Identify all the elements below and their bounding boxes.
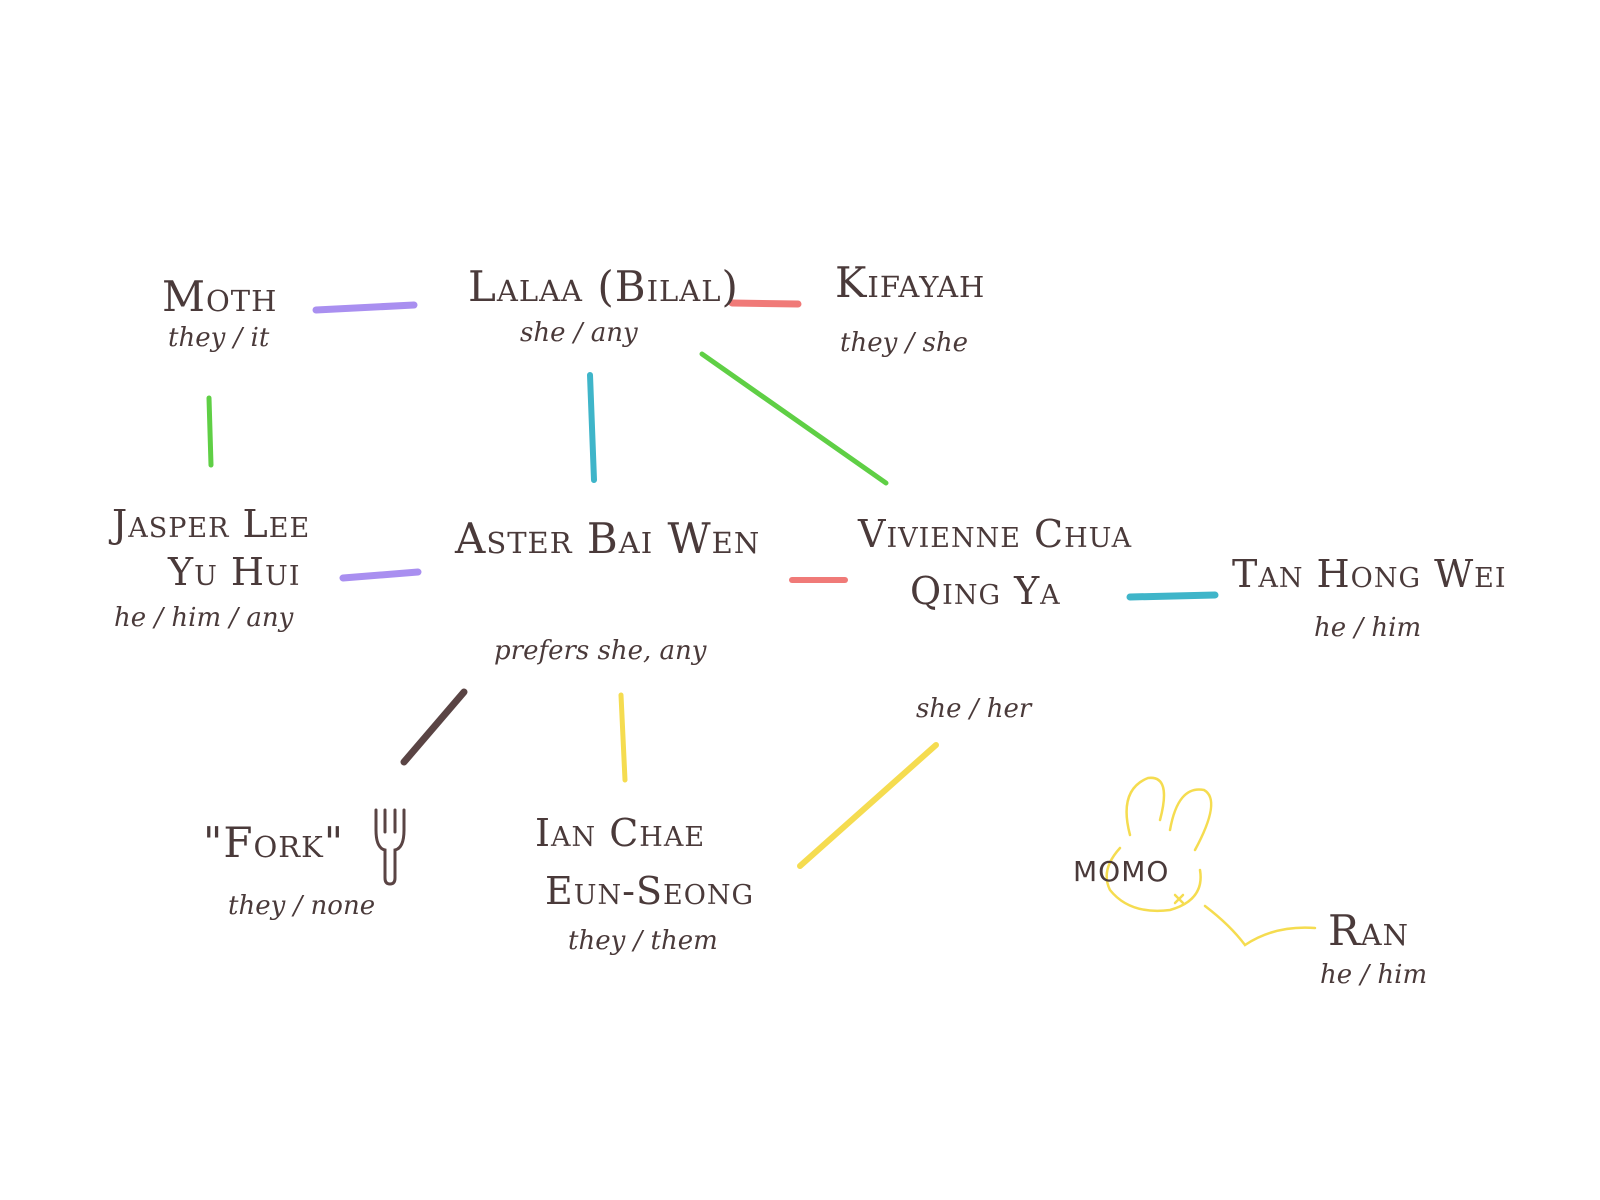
- bunny-icon: [1105, 776, 1213, 912]
- person-name-jasper-line1: Jasper Lee: [112, 502, 311, 546]
- person-name-fork: "Fork": [203, 818, 345, 867]
- pronouns-tan: he / him: [1314, 613, 1422, 643]
- person-name-vivienne-line2: Qing Ya: [910, 569, 1061, 613]
- link-jasper-aster: [339, 568, 422, 582]
- person-name-tan: Tan Hong Wei: [1232, 552, 1507, 596]
- link-moth-lalaa: [312, 301, 418, 314]
- person-name-jasper-line2: Yu Hui: [168, 550, 301, 594]
- person-name-lalaa: Lalaa (Bilal): [468, 262, 739, 311]
- person-name-kifayah: Kifayah: [835, 258, 986, 307]
- person-name-ian-line2: Eun-Seong: [545, 869, 755, 913]
- link-vivienne-ian: [797, 742, 939, 869]
- person-name-aster: Aster Bai Wen: [455, 514, 761, 563]
- link-lalaa-kifayah: [728, 299, 802, 308]
- pronouns-moth: they / it: [168, 323, 270, 353]
- link-aster-fork: [400, 688, 468, 766]
- link-moth-jasper: [206, 395, 214, 468]
- link-vivienne-tan: [1126, 591, 1219, 601]
- pronouns-aster: prefers she, any: [494, 636, 707, 666]
- fork-icon: [374, 808, 406, 886]
- pronouns-ran: he / him: [1320, 960, 1428, 990]
- person-name-ian-line1: Ian Chae: [535, 811, 706, 855]
- pronouns-fork: they / none: [228, 891, 376, 921]
- pronouns-jasper: he / him / any: [114, 603, 294, 633]
- link-momo-ran: [1203, 904, 1317, 947]
- person-name-moth: Moth: [162, 272, 278, 321]
- link-lalaa-aster: [587, 372, 597, 483]
- pronouns-kifayah: they / she: [840, 328, 969, 358]
- person-name-vivienne-line1: Vivienne Chua: [858, 512, 1133, 556]
- pronouns-vivienne: she / her: [916, 694, 1032, 724]
- person-name-ran: Ran: [1328, 906, 1409, 955]
- link-lalaa-vivienne: [699, 351, 889, 486]
- pronouns-ian: they / them: [568, 926, 718, 956]
- pet-name-momo: MOMO: [1073, 855, 1170, 888]
- pronouns-lalaa: she / any: [520, 318, 638, 348]
- link-aster-ian: [618, 692, 628, 783]
